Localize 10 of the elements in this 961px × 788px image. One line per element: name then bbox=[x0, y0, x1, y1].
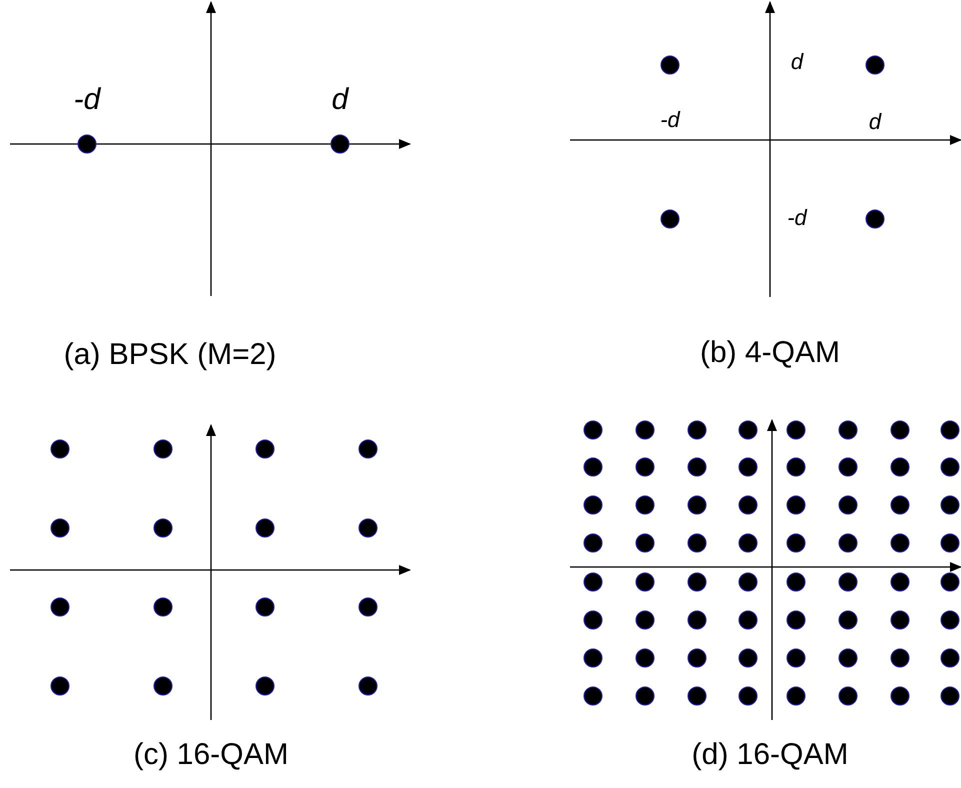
axis-value: -d bbox=[74, 85, 100, 115]
axis-value: d bbox=[868, 111, 882, 133]
figure-caption: (a) BPSK (M=2) bbox=[64, 340, 276, 370]
axis-value: d bbox=[790, 51, 804, 73]
figure-caption: (c) 16-QAM bbox=[134, 740, 288, 770]
axis-value: -d bbox=[660, 109, 680, 131]
figure-caption: (d) 16-QAM bbox=[692, 740, 848, 770]
figure-caption: (b) 4-QAM bbox=[700, 338, 840, 368]
axis-value: d bbox=[332, 85, 348, 115]
axis-value: -d bbox=[787, 207, 807, 229]
